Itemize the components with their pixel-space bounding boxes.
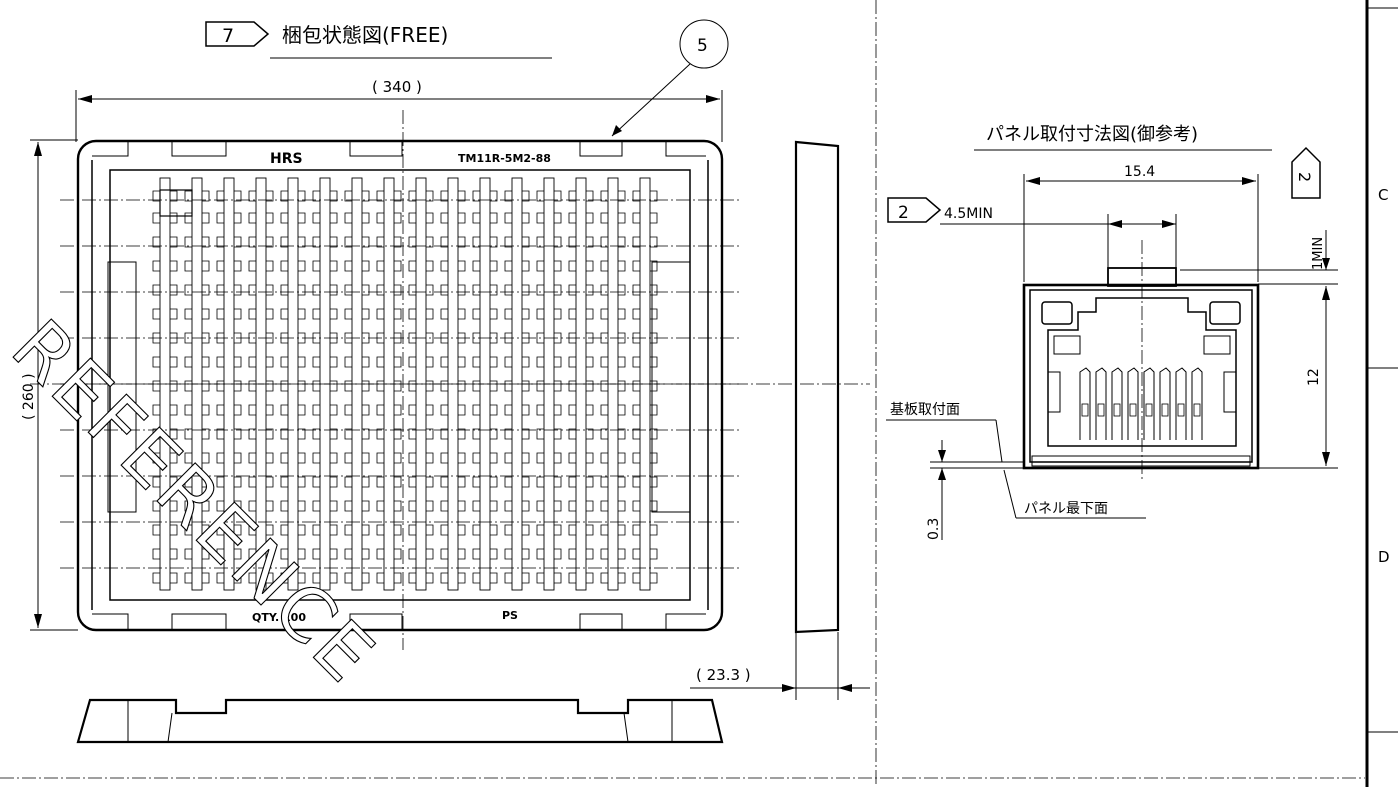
dim-340-label: ( 340 ): [372, 78, 422, 96]
balloon-5: [679, 19, 729, 69]
dim-12-label: 12: [1306, 368, 1322, 386]
dim-23-3-label: ( 23.3 ): [696, 666, 751, 684]
rev-marker: [1291, 146, 1321, 199]
dimension-height-260: [30, 139, 78, 631]
balloon-number: 5: [697, 36, 708, 56]
packing-view-title: 梱包状態図(FREE): [282, 23, 448, 47]
tray-part-number: TM11R-5M2-88: [458, 152, 551, 165]
dimension-15-4: [1023, 174, 1259, 282]
tray-front-view: [76, 698, 724, 744]
dim-15-4-label: 15.4: [1124, 164, 1155, 180]
panel-bottom-surface-label: パネル最下面: [1024, 501, 1108, 517]
note-number-2: 2: [898, 203, 909, 223]
rev-marker-number: 2: [1295, 172, 1314, 182]
note-number-7: 7: [222, 25, 234, 47]
reference-watermark: REFERENCE: [0, 304, 392, 701]
tray-side-view: [690, 140, 870, 700]
dim-0-3-label: 0.3: [926, 518, 942, 540]
contact-pins: [1079, 367, 1203, 440]
panel-view-title: パネル取付寸法図(御参考): [986, 124, 1198, 145]
note-flag-7: [205, 21, 270, 47]
connector-front-view: [1022, 267, 1260, 470]
dimension-width-340: [75, 90, 723, 142]
dim-1min-label: 1MIN: [1311, 237, 1326, 270]
tray-material: PS: [502, 609, 518, 622]
tray-top-view: [60, 139, 740, 632]
zone-letter-d: D: [1378, 548, 1390, 566]
board-mount-surface-label: 基板取付面: [890, 401, 960, 418]
tray-quantity: QTY. 100: [252, 611, 306, 624]
zone-letter-c: C: [1378, 186, 1388, 204]
dim-260-label: ( 260 ): [21, 373, 37, 420]
tray-logo: HRS: [270, 151, 303, 167]
dim-4-5min-label: 4.5MIN: [944, 206, 993, 222]
note-flag-2: [887, 197, 942, 223]
